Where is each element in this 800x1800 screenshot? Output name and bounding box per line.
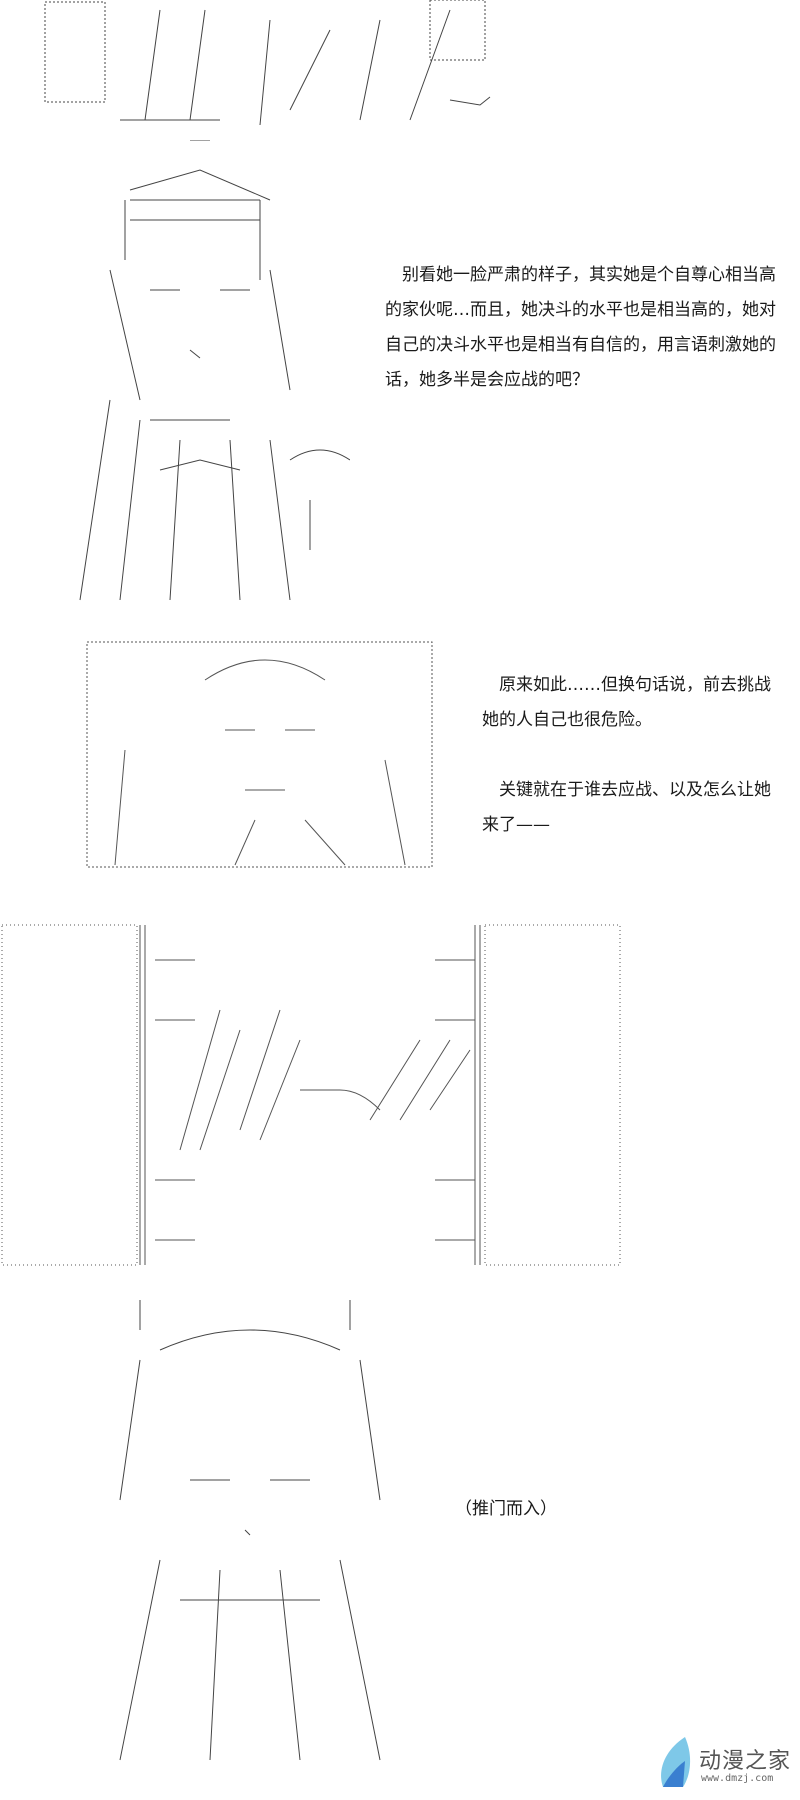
text-line: 原来如此……但换句话说，前去挑战: [482, 675, 771, 695]
ascii-art-character-1: [79, 140, 350, 601]
text-line: 别看她一脸严肃的样子，其实她是个自尊心相当高: [385, 265, 776, 285]
text-line: [482, 738, 771, 773]
text-line: 自己的决斗水平也是相当有自信的，用言语刺激她的: [385, 335, 776, 355]
text-line: 的家伙呢…而且，她决斗的水平也是相当高的，她对: [385, 300, 776, 320]
wing-logo-icon: [661, 1737, 691, 1787]
narration-text-3: （推门而入）: [455, 1499, 557, 1519]
ascii-art-top: [44, 0, 491, 126]
ascii-art-door-scene: [1, 924, 621, 1266]
text-line: 她的人自己也很危险。: [482, 710, 652, 730]
ascii-art-character-2: [86, 641, 433, 868]
ascii-art-character-3: [119, 1300, 381, 1761]
narration-text-2: 原来如此……但换句话说，前去挑战 她的人自己也很危险。 关键就在于谁去应战、以及…: [482, 668, 771, 843]
brand-name: 动漫之家: [699, 1749, 792, 1774]
text-line: 话，她多半是会应战的吧？: [385, 370, 589, 390]
narration-text-1: 别看她一脸严肃的样子，其实她是个自尊心相当高 的家伙呢…而且，她决斗的水平也是相…: [385, 258, 776, 398]
dmzj-watermark: 动漫之家 www.dmzj.com: [655, 1735, 795, 1795]
text-line: 关键就在于谁去应战、以及怎么让她: [482, 780, 771, 800]
brand-url: www.dmzj.com: [701, 1773, 774, 1784]
text-line: 来了——: [482, 815, 550, 835]
